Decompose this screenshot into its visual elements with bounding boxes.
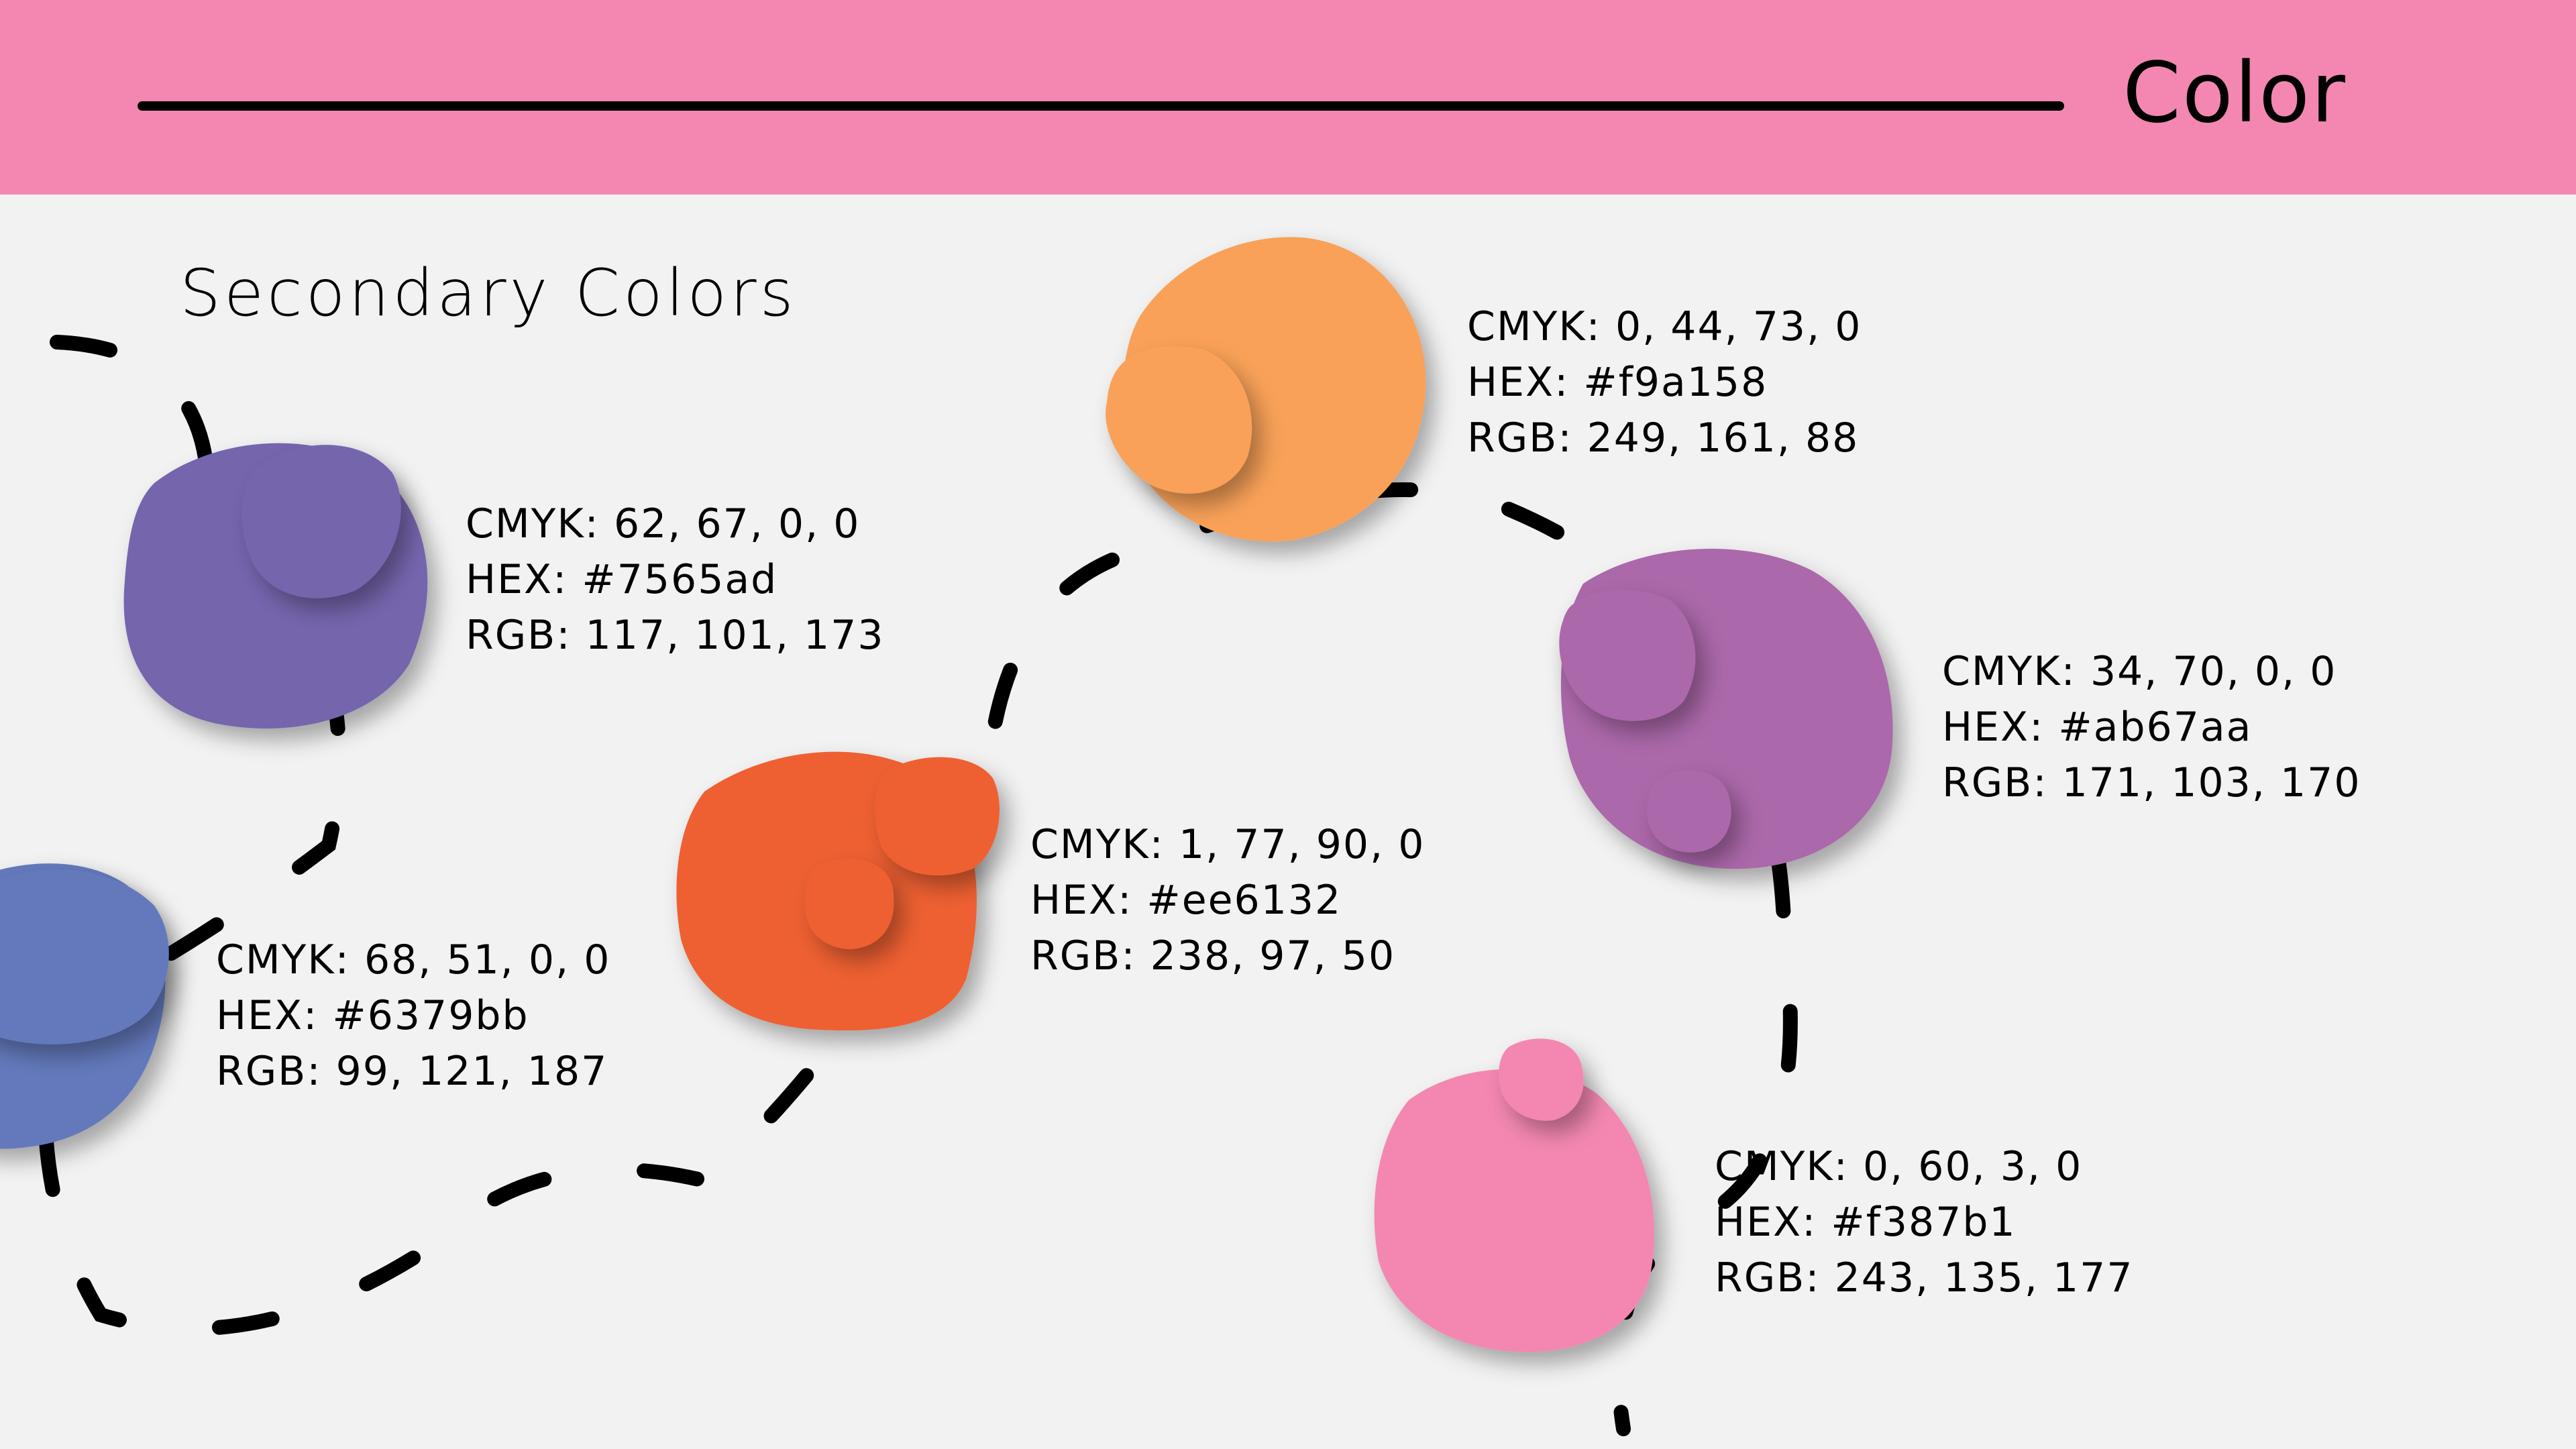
hex-value: HEX: #ee6132	[1030, 877, 1342, 924]
cmyk-value: CMYK: 68, 51, 0, 0	[216, 936, 611, 983]
swatch-label-orange: CMYK: 0, 44, 73, 0 HEX: #f9a158 RGB: 249…	[1467, 299, 1862, 466]
blob-small	[1106, 346, 1252, 494]
swatch-purple	[123, 443, 428, 729]
blob-small-2	[1647, 770, 1731, 853]
swatch-label-pink: CMYK: 0, 60, 3, 0 HEX: #f387b1 RGB: 243,…	[1715, 1139, 2134, 1306]
section-title: Secondary Colors	[180, 256, 797, 331]
hex-value: HEX: #f9a158	[1467, 359, 1768, 406]
cmyk-value: CMYK: 62, 67, 0, 0	[466, 500, 861, 547]
swatch-label-violet: CMYK: 34, 70, 0, 0 HEX: #ab67aa RGB: 171…	[1942, 644, 2361, 811]
blob-small	[875, 757, 1000, 875]
blob-small-2	[805, 859, 894, 949]
swatch-label-orange-red: CMYK: 1, 77, 90, 0 HEX: #ee6132 RGB: 238…	[1030, 817, 1425, 984]
swatch-pink	[1374, 1038, 1655, 1352]
cmyk-value: CMYK: 0, 44, 73, 0	[1467, 303, 1862, 350]
swatch-label-purple: CMYK: 62, 67, 0, 0 HEX: #7565ad RGB: 117…	[466, 496, 885, 663]
swatch-label-blue: CMYK: 68, 51, 0, 0 HEX: #6379bb RGB: 99,…	[216, 932, 610, 1099]
dashed-path	[37, 335, 1798, 1436]
swatch-blue	[0, 863, 169, 1149]
rgb-value: RGB: 238, 97, 50	[1030, 932, 1396, 979]
swatch-orange-red	[676, 751, 1000, 1031]
hex-value: HEX: #f387b1	[1715, 1199, 2017, 1246]
swatch-orange	[1106, 237, 1426, 542]
blob-small	[1559, 589, 1696, 721]
page-title: Color	[2123, 45, 2347, 142]
cmyk-value: CMYK: 0, 60, 3, 0	[1715, 1143, 2083, 1190]
blob-small	[1499, 1038, 1584, 1121]
blob-small	[241, 445, 401, 598]
rgb-value: RGB: 249, 161, 88	[1467, 415, 1860, 462]
header-bar	[0, 0, 2576, 195]
rgb-value: RGB: 117, 101, 173	[466, 612, 885, 659]
cmyk-value: CMYK: 34, 70, 0, 0	[1942, 648, 2337, 695]
swatch-violet	[1559, 548, 1893, 869]
rgb-value: RGB: 99, 121, 187	[216, 1048, 608, 1095]
rgb-value: RGB: 171, 103, 170	[1942, 759, 2361, 806]
hex-value: HEX: #6379bb	[216, 992, 529, 1039]
blob-small	[0, 869, 169, 1044]
blob-main	[1374, 1069, 1655, 1352]
header-rule	[138, 101, 2064, 111]
hex-value: HEX: #7565ad	[466, 556, 778, 603]
hex-value: HEX: #ab67aa	[1942, 704, 2253, 751]
rgb-value: RGB: 243, 135, 177	[1715, 1254, 2134, 1301]
cmyk-value: CMYK: 1, 77, 90, 0	[1030, 821, 1426, 868]
